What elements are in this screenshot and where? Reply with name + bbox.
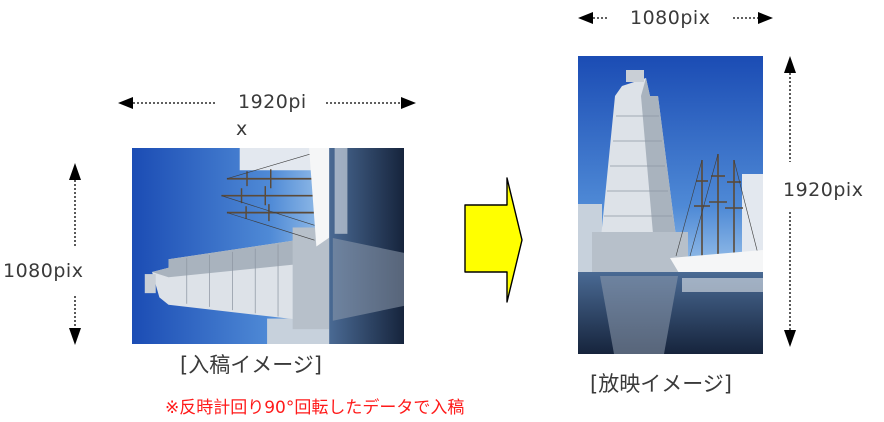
source-height-label: 1080pix: [3, 260, 84, 282]
right-height-arrowhead-up: [784, 56, 796, 73]
left-width-arrowhead-right: [401, 97, 416, 109]
tower-shadow-side: [641, 78, 680, 268]
rotation-note: ※反時計回り90°回転したデータで入稿: [165, 398, 465, 418]
display-height-label: 1920pix: [783, 179, 864, 201]
transition-arrow: [464, 177, 523, 303]
right-height-arrowhead-down: [784, 330, 796, 347]
source-width-label-wrap: x: [236, 118, 248, 140]
display-image-photo: [578, 56, 763, 354]
right-width-arrowhead-right: [758, 12, 773, 24]
ship-rigging: [675, 153, 759, 257]
display-image-caption: [放映イメージ]: [590, 372, 732, 396]
left-height-arrowhead-up: [69, 163, 81, 180]
left-width-arrowhead-left: [118, 97, 133, 109]
right-buildings: [742, 174, 763, 268]
source-image-caption: [入稿イメージ]: [180, 353, 322, 377]
rotated-photo-content: [132, 148, 404, 344]
tower-crown: [626, 70, 644, 82]
display-width-label: 1080pix: [630, 7, 711, 29]
ship-hull: [670, 250, 763, 278]
source-width-label: 1920pi: [238, 91, 307, 113]
hull-reflection: [682, 278, 763, 292]
left-height-arrowhead-down: [69, 328, 81, 345]
tower-reflection: [600, 276, 678, 354]
ship-masts: [694, 154, 743, 258]
right-width-arrowhead-left: [578, 12, 593, 24]
source-image-photo: [132, 148, 404, 344]
tower-base: [592, 232, 688, 272]
